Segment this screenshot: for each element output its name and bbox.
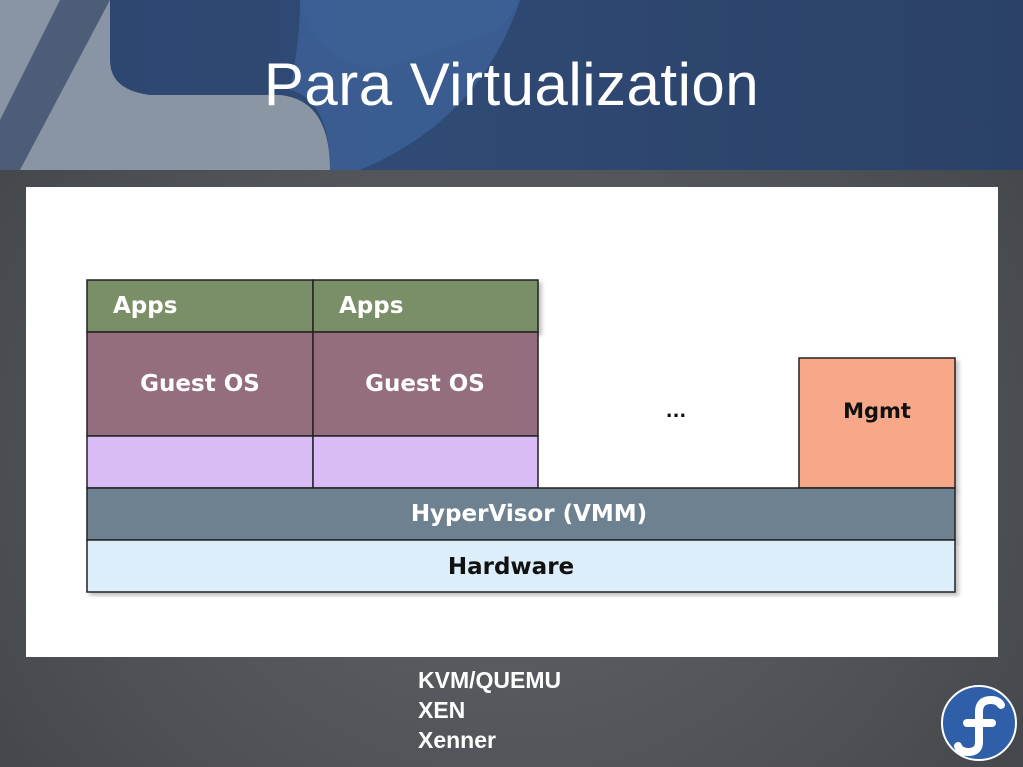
- hypervisor-box: [86, 487, 956, 541]
- fedora-logo-icon: [941, 685, 1017, 761]
- vm2-apps-box: [312, 279, 539, 333]
- hypervisor-examples-list: KVM/QUEMU XEN Xenner: [418, 665, 561, 755]
- vm1-paravirt-layer: [86, 435, 314, 489]
- virtualization-diagram: Apps Guest OS Apps Guest OS ... Mgmt Hyp…: [86, 279, 956, 593]
- slide-title: Para Virtualization: [263, 51, 760, 118]
- list-item: Xenner: [418, 727, 496, 753]
- hardware-box: [86, 539, 956, 593]
- vm1-guest-os-label: Guest OS: [140, 371, 260, 397]
- vm2-guest-os-box: [312, 331, 539, 437]
- vm1-apps-box: [86, 279, 314, 333]
- vm2-guest-os-label: Guest OS: [365, 371, 485, 397]
- vm1-guest-os-box: [86, 331, 314, 437]
- vm2-apps-label: Apps: [339, 293, 403, 319]
- hypervisor-label: HyperVisor (VMM): [411, 501, 647, 527]
- hardware-label: Hardware: [448, 554, 574, 580]
- vm2-stack: Apps Guest OS: [312, 279, 539, 489]
- vm1-apps-label: Apps: [113, 293, 177, 319]
- list-item: XEN: [418, 697, 466, 723]
- vm2-paravirt-layer: [312, 435, 539, 489]
- vm1-stack: Apps Guest OS: [86, 279, 314, 489]
- slide-header: Para Virtualization: [0, 0, 1023, 170]
- more-vms-ellipsis: ...: [666, 401, 687, 422]
- mgmt-box: [798, 357, 956, 489]
- diagram-panel: Apps Guest OS Apps Guest OS ... Mgmt Hyp…: [26, 187, 998, 657]
- list-item: KVM/QUEMU: [418, 667, 562, 693]
- mgmt-label: Mgmt: [843, 399, 911, 423]
- header-decoration-icon: [0, 0, 520, 170]
